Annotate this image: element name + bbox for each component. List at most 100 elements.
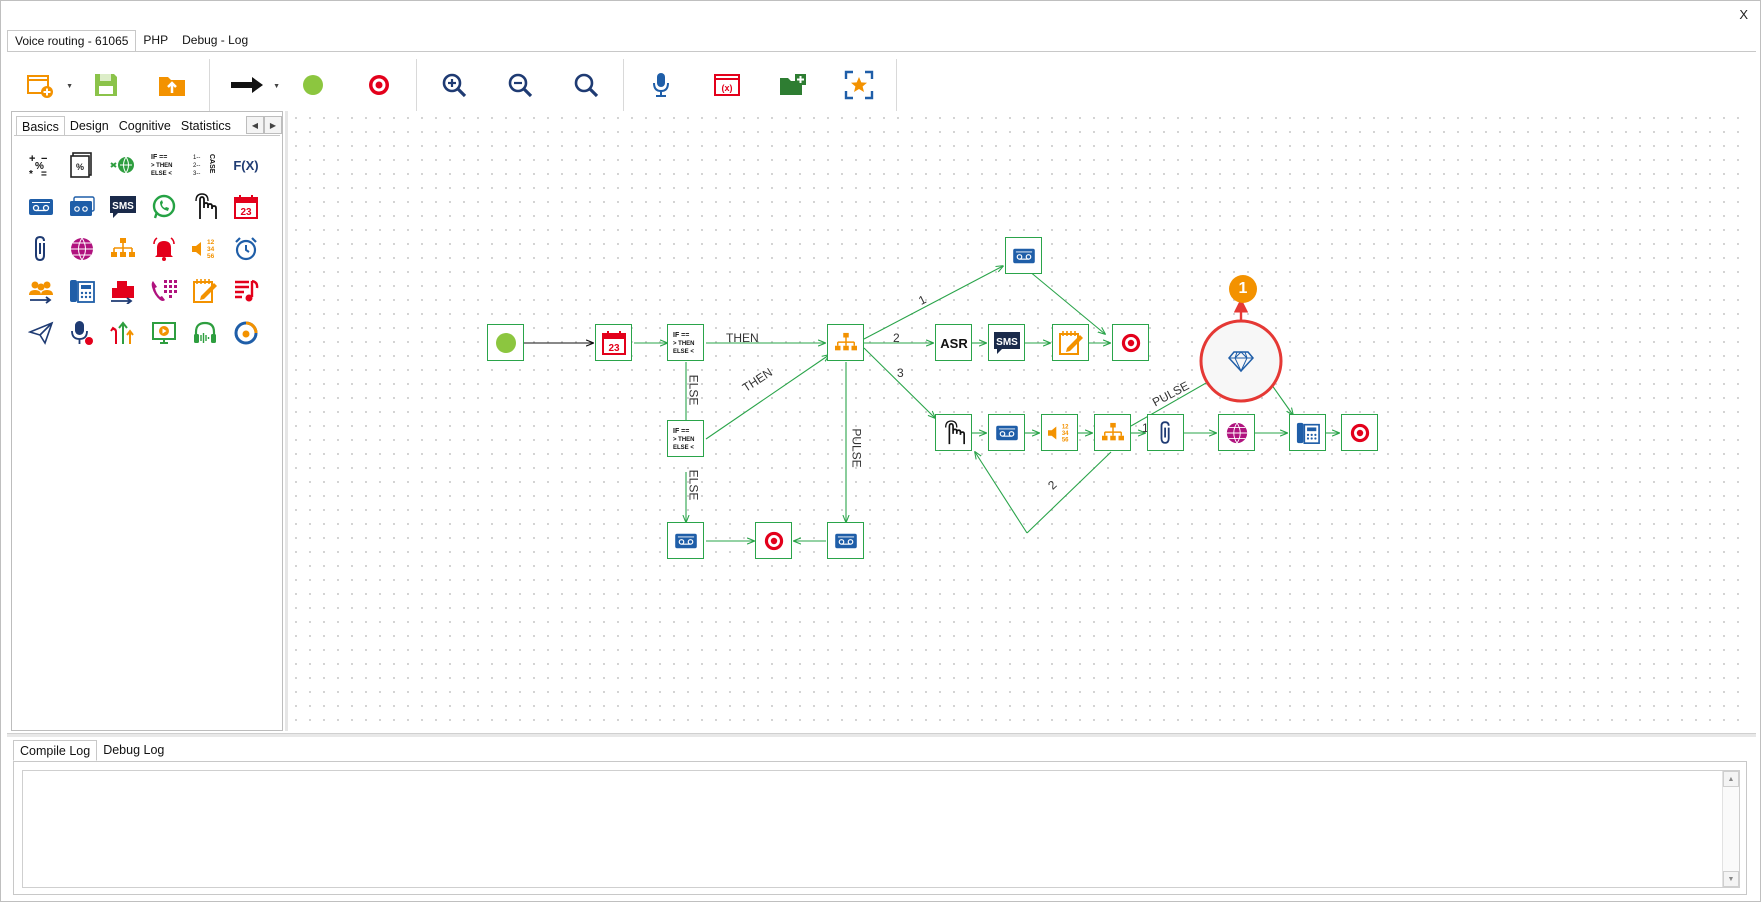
- flow-canvas[interactable]: THEN THEN ELSE ELSE PULSE PULSE 1 2 3 1 …: [289, 111, 1749, 731]
- palette-record[interactable]: [61, 312, 102, 354]
- sms-icon: SMS: [109, 196, 136, 218]
- variables-button[interactable]: (x): [694, 57, 760, 113]
- new-button[interactable]: ▼: [7, 57, 73, 113]
- tab-scroll-right-button[interactable]: ▶: [264, 116, 282, 134]
- svg-text:> THEN: > THEN: [151, 163, 173, 169]
- tab-design[interactable]: Design: [69, 119, 109, 133]
- tab-debug-log[interactable]: Debug Log: [103, 743, 165, 757]
- palette-alarm[interactable]: [143, 228, 184, 270]
- tab-cognitive[interactable]: Cognitive: [118, 119, 171, 133]
- chevron-down-icon[interactable]: ▼: [66, 83, 73, 90]
- flow-node-voicemail[interactable]: [667, 522, 704, 559]
- palette-split[interactable]: [102, 312, 143, 354]
- tab-scroll-left-button[interactable]: ◀: [246, 116, 264, 134]
- split-arrows-icon: [109, 321, 134, 344]
- flow-node-calendar[interactable]: 23: [595, 324, 632, 361]
- flow-node-say-number[interactable]: 12 34 56: [1041, 414, 1078, 451]
- palette-calendar[interactable]: 23: [225, 186, 266, 228]
- scroll-up-button[interactable]: ▲: [1723, 771, 1739, 787]
- palette-function[interactable]: F(X): [225, 144, 266, 186]
- tab-basics[interactable]: Basics: [16, 116, 65, 136]
- end-node-button[interactable]: [346, 57, 412, 113]
- palette-company[interactable]: [102, 270, 143, 312]
- palette-timer[interactable]: [225, 228, 266, 270]
- record-button[interactable]: [628, 57, 694, 113]
- chevron-down-icon[interactable]: ▼: [273, 83, 280, 90]
- start-node-button[interactable]: [280, 57, 346, 113]
- palette-web-service[interactable]: [102, 144, 143, 186]
- palette-if-then-else[interactable]: IF == > THEN ELSE <: [143, 144, 184, 186]
- tab-debug-log[interactable]: Debug - Log: [182, 33, 249, 47]
- flow-node-web[interactable]: [1218, 414, 1255, 451]
- palette-percentage[interactable]: %: [61, 144, 102, 186]
- horizontal-splitter[interactable]: [7, 733, 1756, 737]
- zoom-out-button[interactable]: [487, 57, 553, 113]
- flow-node-voicemail[interactable]: [1005, 237, 1042, 274]
- flow-node-dtmf-input[interactable]: [935, 414, 972, 451]
- palette-attachment[interactable]: [20, 228, 61, 270]
- palette-phone-extension[interactable]: [61, 270, 102, 312]
- palette-play-media[interactable]: [143, 312, 184, 354]
- palette-panel: Basics Design Cognitive Statistics ◀ ▶ +…: [11, 111, 283, 731]
- svg-text:SMS: SMS: [996, 337, 1018, 348]
- zoom-reset-button[interactable]: [553, 57, 619, 113]
- palette-math-operators[interactable]: + − % * =: [20, 144, 61, 186]
- palette-note[interactable]: [184, 270, 225, 312]
- speaker-numbers-icon: 12 34 56: [1047, 424, 1069, 443]
- palette-dial-pad[interactable]: [143, 270, 184, 312]
- flow-node-sms[interactable]: SMS: [988, 324, 1025, 361]
- flow-node-if-then-else[interactable]: IF == > THEN ELSE <: [667, 420, 704, 457]
- diamond-icon: [1228, 351, 1254, 373]
- flow-node-note[interactable]: [1052, 324, 1089, 361]
- tab-compile-log[interactable]: Compile Log: [13, 740, 98, 761]
- add-folder-button[interactable]: [760, 57, 826, 113]
- flow-node-end[interactable]: [755, 522, 792, 559]
- svg-text:ELSE <: ELSE <: [673, 349, 694, 355]
- palette-case[interactable]: 1-- 2-- 3-- CASE: [184, 144, 225, 186]
- flow-node-router[interactable]: [1094, 414, 1131, 451]
- palette-dtmf-input[interactable]: [184, 186, 225, 228]
- palette-voicemail-stack[interactable]: [61, 186, 102, 228]
- svg-text:%: %: [35, 161, 44, 172]
- palette-sms[interactable]: SMS: [102, 186, 143, 228]
- connector-button[interactable]: ▼: [214, 57, 280, 113]
- compile-log-output[interactable]: ▲ ▼: [22, 770, 1740, 888]
- flow-node-phone-extension[interactable]: [1289, 414, 1326, 451]
- palette-send[interactable]: [20, 312, 61, 354]
- palette-progress[interactable]: [225, 312, 266, 354]
- palette-web[interactable]: [61, 228, 102, 270]
- flow-node-start[interactable]: [487, 324, 524, 361]
- svg-text:56: 56: [207, 253, 215, 260]
- palette-router[interactable]: [102, 228, 143, 270]
- svg-text:1--: 1--: [193, 155, 200, 161]
- flow-connections: [524, 111, 1749, 731]
- svg-text:(x): (x): [722, 83, 733, 93]
- flow-node-attachment[interactable]: [1147, 414, 1184, 451]
- flow-node-premium[interactable]: [1227, 347, 1255, 375]
- palette-voicemail[interactable]: [20, 186, 61, 228]
- upload-button[interactable]: [139, 57, 205, 113]
- zoom-in-button[interactable]: [421, 57, 487, 113]
- flow-node-voicemail[interactable]: [827, 522, 864, 559]
- palette-whatsapp[interactable]: [143, 186, 184, 228]
- palette-queue[interactable]: [20, 270, 61, 312]
- vertical-splitter[interactable]: [285, 111, 288, 731]
- fit-view-button[interactable]: [826, 57, 892, 113]
- flow-node-asr[interactable]: ASR: [935, 324, 972, 361]
- save-button[interactable]: [73, 57, 139, 113]
- close-window-button[interactable]: X: [1739, 7, 1748, 22]
- flow-node-end[interactable]: [1341, 414, 1378, 451]
- tab-voice-routing[interactable]: Voice routing - 61065: [7, 30, 137, 52]
- tab-statistics[interactable]: Statistics: [180, 119, 231, 133]
- log-scrollbar[interactable]: ▲ ▼: [1722, 771, 1739, 887]
- flow-node-if-then-else[interactable]: IF == > THEN ELSE <: [667, 324, 704, 361]
- flow-node-end[interactable]: [1112, 324, 1149, 361]
- tab-php[interactable]: PHP: [143, 33, 169, 47]
- flow-node-voicemail[interactable]: [988, 414, 1025, 451]
- palette-listen[interactable]: [184, 312, 225, 354]
- scroll-down-button[interactable]: ▼: [1723, 871, 1739, 887]
- palette-say-number[interactable]: 12 34 56: [184, 228, 225, 270]
- flow-node-router[interactable]: [827, 324, 864, 361]
- palette-music-on-hold[interactable]: [225, 270, 266, 312]
